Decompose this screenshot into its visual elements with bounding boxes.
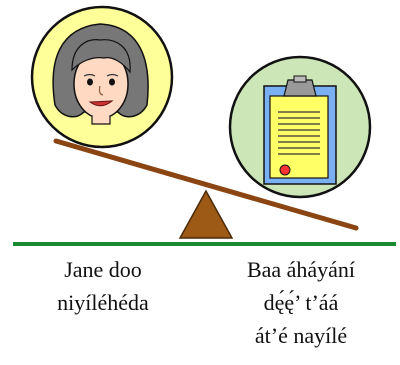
- caption-right: Baa áháyání dę́ę́’ t’áá át’é nayílé: [206, 253, 396, 352]
- caption-left-line-1: Jane doo: [64, 257, 142, 282]
- caption-left: Jane doo niyíléhéda: [28, 253, 178, 319]
- caption-left-line-2: niyíléhéda: [57, 290, 149, 315]
- fulcrum-triangle: [178, 189, 234, 239]
- woman-face-icon: [30, 5, 174, 149]
- clipboard-document-icon: [228, 55, 372, 199]
- caption-right-line-1: Baa áháyání: [246, 257, 356, 282]
- caption-right-line-3: át’é nayílé: [254, 323, 348, 348]
- caption-right-line-2: dę́ę́’ t’áá: [263, 290, 339, 315]
- balance-plank: [53, 138, 359, 231]
